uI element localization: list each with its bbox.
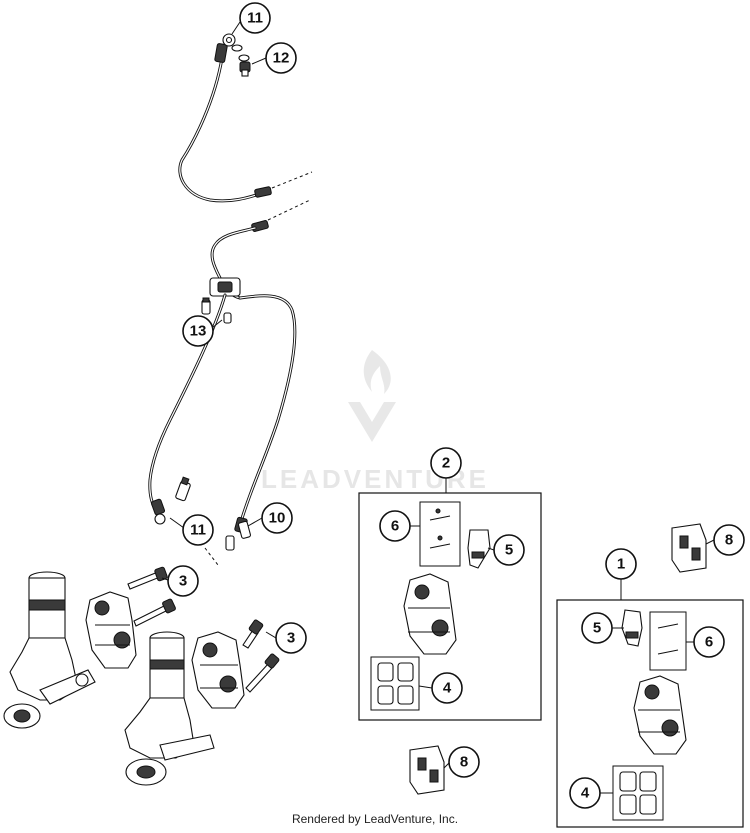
svg-text:8: 8 [460, 754, 468, 771]
caliper-kit-right-group [556, 578, 744, 828]
credit-text: Rendered by LeadVenture, Inc. [291, 812, 459, 826]
callout-3-upper[interactable]: 3 [167, 565, 199, 597]
fork-leg-right [124, 631, 215, 786]
callout-5-left-kit[interactable]: 5 [493, 534, 525, 566]
callout-2[interactable]: 2 [430, 447, 462, 479]
svg-text:2: 2 [442, 455, 450, 472]
svg-text:11: 11 [247, 10, 263, 27]
brake-pad-upper [671, 523, 707, 573]
callout-8-upper[interactable]: 8 [713, 524, 745, 556]
svg-text:5: 5 [593, 620, 601, 637]
callout-10[interactable]: 10 [261, 502, 293, 534]
callout-6-right-kit[interactable]: 6 [693, 626, 725, 658]
callout-6-left-kit[interactable]: 6 [379, 510, 411, 542]
svg-text:10: 10 [269, 510, 286, 527]
fork-leg-left [3, 571, 96, 729]
dash-guide [204, 547, 219, 566]
bleeder-valve-right [237, 520, 252, 539]
svg-text:4: 4 [581, 785, 590, 802]
svg-text:12: 12 [273, 50, 290, 67]
svg-text:11: 11 [190, 522, 206, 539]
banjo-washers [231, 44, 250, 62]
brake-caliper-left [85, 591, 137, 669]
callout-11-bottom[interactable]: 11 [182, 514, 214, 546]
svg-text:4: 4 [443, 680, 452, 697]
caliper-bolts-right [242, 619, 280, 693]
svg-text:13: 13 [190, 323, 207, 340]
callout-12[interactable]: 12 [265, 42, 297, 74]
brake-pad-lower [409, 745, 445, 795]
brake-line-lower [148, 199, 311, 551]
callout-13[interactable]: 13 [182, 315, 214, 347]
caliper-bolts-left [127, 566, 176, 627]
callout-4-right-kit[interactable]: 4 [569, 777, 601, 809]
callout-3-lower[interactable]: 3 [275, 622, 307, 654]
caliper-kit-left-group [358, 478, 542, 721]
clip-screws [201, 297, 232, 324]
svg-text:1: 1 [617, 556, 625, 573]
svg-text:6: 6 [705, 634, 713, 651]
callout-5-right-kit[interactable]: 5 [581, 612, 613, 644]
svg-text:3: 3 [287, 630, 295, 647]
banjo-bolt [239, 61, 251, 77]
callout-8-lower[interactable]: 8 [448, 746, 480, 778]
bleeder-valve [175, 476, 191, 502]
brake-line-upper [178, 33, 313, 203]
callout-1[interactable]: 1 [605, 548, 637, 580]
leader-lines [161, 21, 715, 794]
brake-caliper-right [191, 631, 245, 709]
svg-text:5: 5 [505, 542, 513, 559]
svg-text:3: 3 [179, 573, 187, 590]
callout-4-left-kit[interactable]: 4 [431, 672, 463, 704]
callout-11-top[interactable]: 11 [239, 2, 271, 34]
svg-text:6: 6 [391, 518, 399, 535]
svg-text:8: 8 [725, 532, 733, 549]
